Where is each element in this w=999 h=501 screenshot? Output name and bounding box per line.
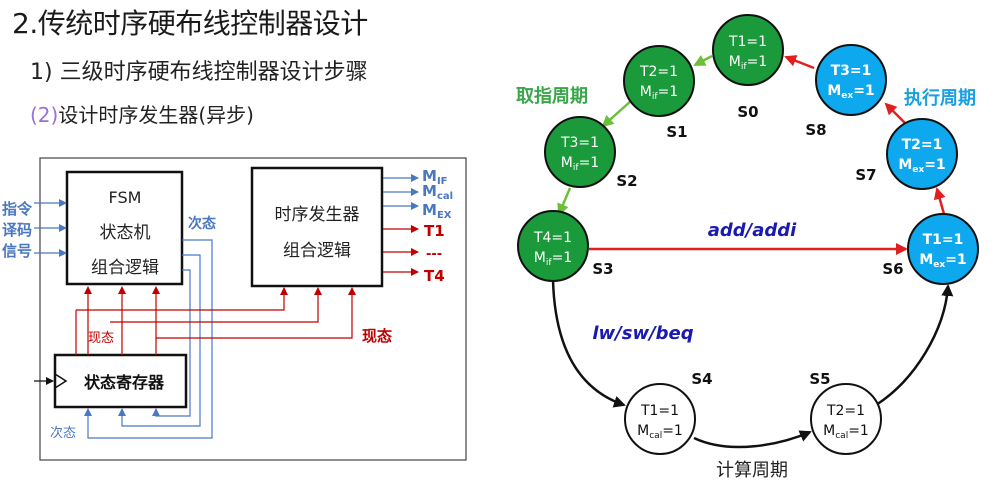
svg-text:S2: S2 [616,172,637,190]
svg-text:Mif=1: Mif=1 [729,54,767,72]
svg-text:T4=1: T4=1 [533,230,572,246]
output-m-if: MIF [422,167,448,187]
fsm-label-1: FSM [109,188,142,207]
svg-text:T1=1: T1=1 [728,34,767,50]
state-s1: T2=1 Mif=1 S1 [623,45,695,141]
current-state-label-left: 现态 [88,331,114,346]
state-s7: T2=1 Mex=1 S7 [855,118,958,190]
svg-text:Mex=1: Mex=1 [919,252,966,270]
edge-s2-s3 [557,187,572,216]
edge-s8-s0 [784,55,815,70]
step-heading: 1) 三级时序硬布线控制器设计步骤 [30,60,368,85]
substep-heading: (2)设计时序发生器(异步) [30,99,254,128]
label-lw: lw/sw/beq [592,323,693,344]
edge-s3-s4 [551,279,626,408]
timing-label-1: 时序发生器 [275,205,360,225]
edge-s7-s8 [884,102,907,125]
state-s4: T1=1 Mcal=1 S4 [624,370,713,455]
state-register-box [53,353,188,409]
label-add: add/addi [708,220,797,241]
svg-text:S4: S4 [691,370,712,388]
output-t4: T4 [424,267,445,285]
svg-text:S0: S0 [737,103,758,121]
edge-s4-s5 [693,430,812,449]
svg-text:T3=1: T3=1 [831,63,872,79]
svg-text:Mif=1: Mif=1 [561,155,599,173]
svg-text:S1: S1 [666,123,687,141]
page-title: 2.传统时序硬布线控制器设计 [12,7,368,40]
output-t1: T1 [424,222,445,240]
svg-text:T3=1: T3=1 [560,135,599,151]
state-s0: T1=1 Mif=1 S0 [712,14,784,121]
input-label-instr: 指令 [2,200,33,218]
output-m-ex: MEX [422,201,452,221]
state-s5: T2=1 Mcal=1 S5 [809,370,882,455]
svg-text:Mcal=1: Mcal=1 [823,423,869,441]
label-exec-cycle: 执行周期 [904,87,976,109]
fsm-label-3: 组合逻辑 [91,258,159,278]
fsm-label-2: 状态机 [100,223,151,243]
clock-triangle [54,373,68,389]
svg-text:T2=1: T2=1 [639,64,678,80]
svg-text:S8: S8 [805,121,826,139]
edge-s5-s6 [875,284,954,407]
state-s8: T3=1 Mex=1 S8 [805,44,887,139]
next-state-label-top: 次态 [188,215,216,232]
output-arrows-blue [383,174,419,210]
output-arrows-red [383,225,419,276]
svg-text:S3: S3 [592,260,613,278]
next-state-wires [84,239,213,439]
edge-s6-s7 [933,187,946,215]
edge-s0-s1 [693,54,713,67]
svg-text:Mif=1: Mif=1 [640,84,678,102]
timing-label-2: 组合逻辑 [283,241,351,261]
input-label-signal: 信号 [2,242,32,260]
state-register-label: 状态寄存器 [84,373,165,392]
svg-text:S7: S7 [855,166,876,184]
label-compute-cycle: 计算周期 [716,460,788,481]
current-state-wires [75,286,356,355]
output-m-cal: Mcal [422,182,453,202]
svg-text:T1=1: T1=1 [923,232,964,248]
svg-text:T2=1: T2=1 [826,403,865,419]
substep-number: (2) [30,103,59,127]
svg-text:S5: S5 [809,370,830,388]
state-s3: T4=1 Mif=1 S3 [517,210,614,282]
svg-text:Mex=1: Mex=1 [898,157,945,175]
svg-text:Mcal=1: Mcal=1 [637,423,683,441]
fsm-box [65,170,184,286]
svg-text:Mex=1: Mex=1 [827,83,874,101]
substep-text: 设计时序发生器(异步) [58,103,254,127]
timing-generator-box [250,166,384,288]
state-s2: T3=1 Mif=1 S2 [544,116,638,190]
current-state-label-right: 现态 [362,327,392,345]
svg-text:T1=1: T1=1 [640,403,679,419]
svg-text:Mif=1: Mif=1 [534,250,572,268]
next-state-label-bottom: 次态 [50,425,76,441]
edge-s1-s2 [601,99,633,128]
svg-text:S6: S6 [882,260,903,278]
output-dots: --- [426,247,442,262]
svg-text:T2=1: T2=1 [902,137,943,153]
label-fetch-cycle: 取指周期 [516,85,588,107]
input-label-decode: 译码 [2,221,32,239]
state-s6: T1=1 Mex=1 S6 [882,213,979,285]
